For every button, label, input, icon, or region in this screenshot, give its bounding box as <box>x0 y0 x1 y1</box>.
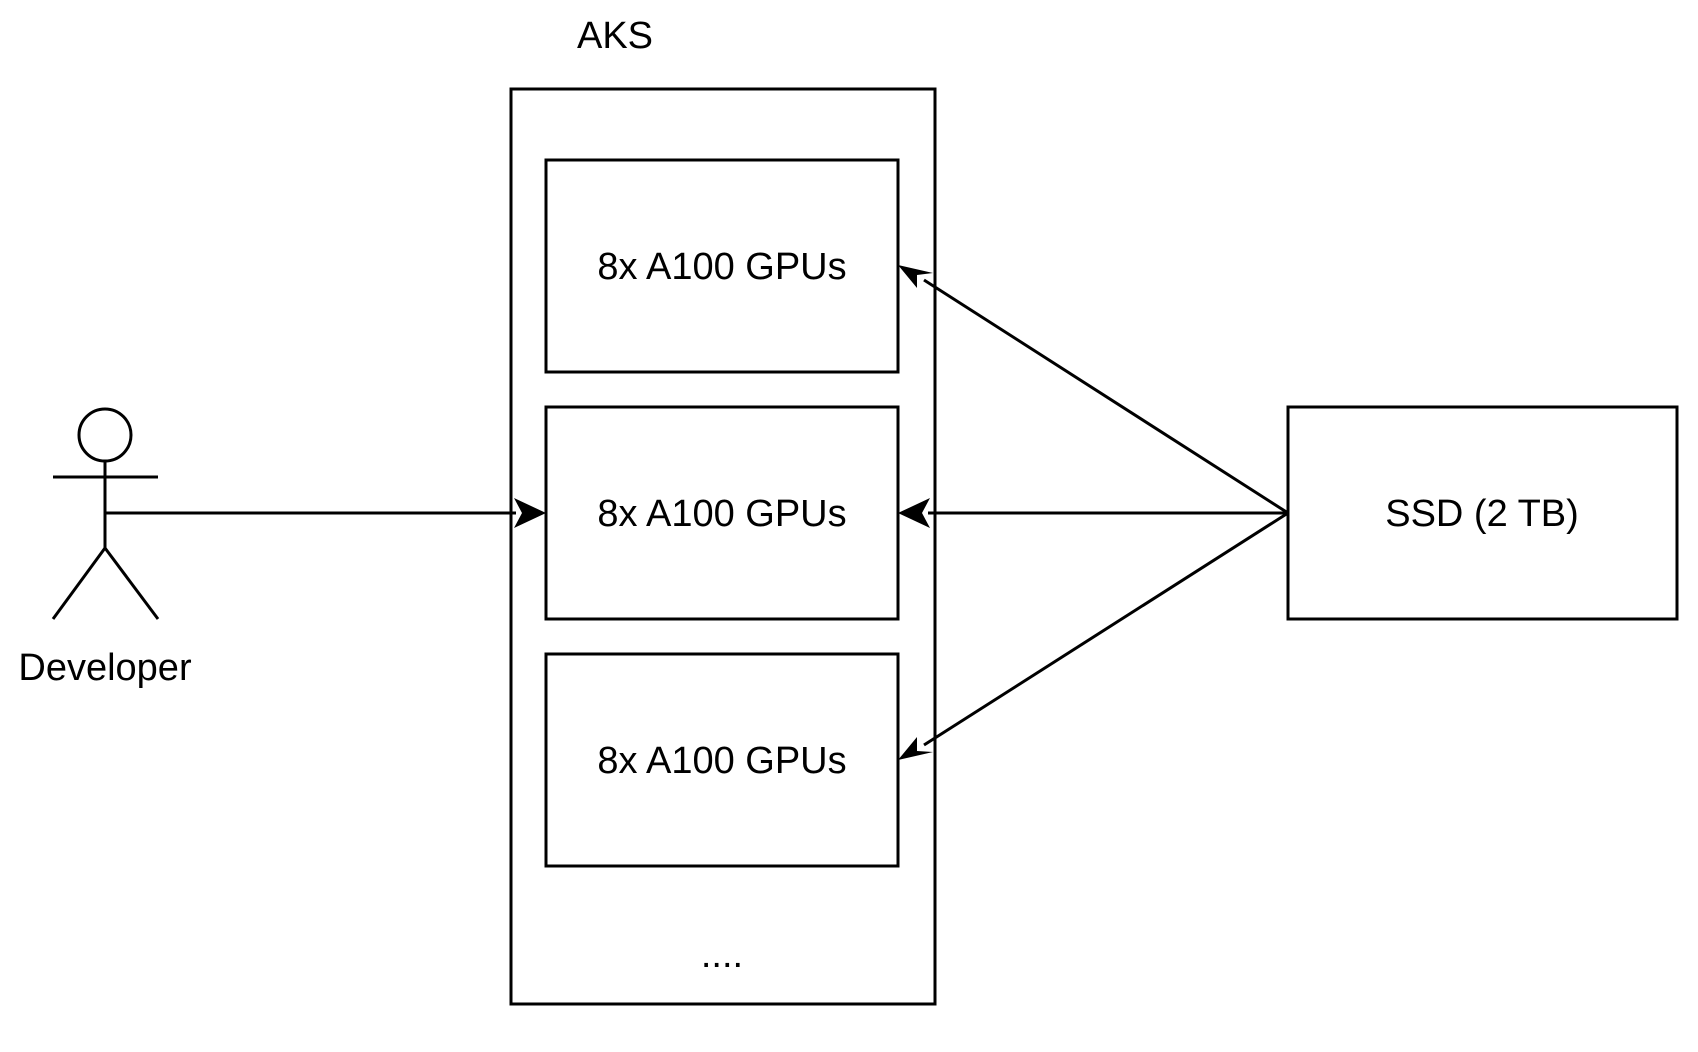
gpu-node-3[interactable]: 8x A100 GPUs <box>544 652 900 868</box>
gpu-node-label: 8x A100 GPUs <box>597 493 846 535</box>
arrow-ssd-to-gpu-node-1 <box>898 265 1289 515</box>
arrow-ssd-to-gpu-node-2 <box>898 498 1288 528</box>
ssd-storage[interactable]: SSD (2 TB) <box>1286 405 1679 621</box>
arrowhead-icon <box>898 737 933 760</box>
more-nodes-ellipsis: .... <box>701 934 743 976</box>
ssd-storage-label: SSD (2 TB) <box>1385 493 1579 535</box>
gpu-node-box <box>544 405 900 621</box>
arrowhead-icon <box>898 265 933 288</box>
arrowhead-icon <box>514 498 546 528</box>
gpu-node-label: 8x A100 GPUs <box>597 246 846 288</box>
cluster-title: AKS <box>577 15 653 57</box>
arrow-ssd-to-gpu-node-3 <box>898 511 1289 760</box>
gpu-node-1[interactable]: 8x A100 GPUs <box>544 158 900 374</box>
actor-right-leg <box>103 547 160 620</box>
developer-actor-icon[interactable] <box>51 407 160 620</box>
gpu-node-label: 8x A100 GPUs <box>597 740 846 782</box>
ssd-storage-box <box>1286 405 1679 621</box>
arrowhead-icon <box>898 498 930 528</box>
actor-left-leg <box>51 547 107 620</box>
arrow-developer-to-gpu-node-2 <box>105 498 546 528</box>
developer-label: Developer <box>18 647 192 689</box>
actor-head <box>77 407 133 463</box>
gpu-node-box <box>544 652 900 868</box>
gpu-node-2[interactable]: 8x A100 GPUs <box>544 405 900 621</box>
gpu-node-box <box>544 158 900 374</box>
